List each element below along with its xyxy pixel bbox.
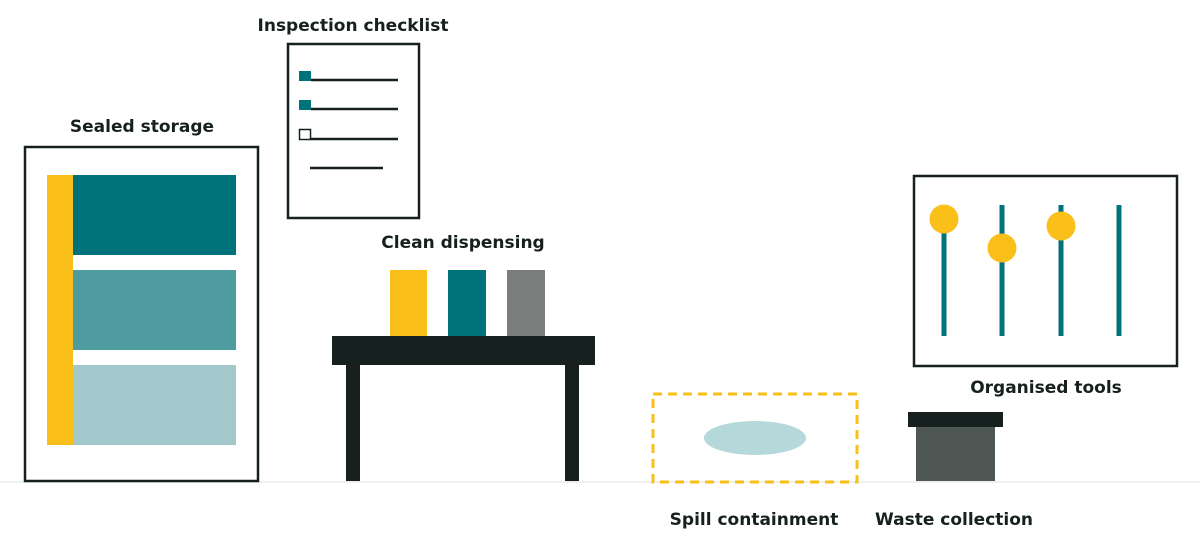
table-leg-left bbox=[346, 365, 360, 481]
bin-body bbox=[916, 427, 995, 481]
tool-knob bbox=[929, 204, 959, 234]
organised-tools-board bbox=[912, 174, 1179, 368]
clean-dispensing-table bbox=[332, 270, 595, 481]
inspection-checklist-label: Inspection checklist bbox=[258, 16, 449, 36]
dispensing-container-teal bbox=[448, 270, 486, 336]
spill-containment-area bbox=[651, 392, 859, 484]
dispensing-container-gray bbox=[507, 270, 545, 336]
cabinet-shelf-middle bbox=[73, 270, 236, 350]
organised-tools-label: Organised tools bbox=[970, 378, 1122, 398]
tool-knob bbox=[987, 233, 1017, 263]
tool-board-frame bbox=[912, 174, 1179, 368]
checklist-checkbox-checked bbox=[299, 100, 311, 110]
waste-collection-bin bbox=[908, 412, 1003, 481]
table-top bbox=[332, 336, 595, 365]
cabinet-side-strip bbox=[47, 175, 73, 445]
cabinet-shelf-top bbox=[73, 175, 236, 255]
tool-knob bbox=[1046, 211, 1076, 241]
containment-dashed-border bbox=[651, 392, 859, 484]
checklist-checkbox-unchecked bbox=[298, 128, 312, 141]
bin-lid bbox=[908, 412, 1003, 427]
inspection-checklist bbox=[286, 42, 421, 220]
sealed-storage-cabinet bbox=[23, 145, 260, 483]
clean-dispensing-label: Clean dispensing bbox=[381, 233, 544, 253]
table-leg-right bbox=[565, 365, 579, 481]
spill-containment-label: Spill containment bbox=[670, 510, 839, 530]
cabinet-shelf-bottom bbox=[73, 365, 236, 445]
checklist-checkbox-checked bbox=[299, 71, 311, 81]
waste-collection-label: Waste collection bbox=[875, 510, 1033, 530]
dispensing-container-yellow bbox=[390, 270, 427, 336]
sealed-storage-label: Sealed storage bbox=[70, 117, 214, 137]
spill-puddle bbox=[704, 421, 806, 455]
